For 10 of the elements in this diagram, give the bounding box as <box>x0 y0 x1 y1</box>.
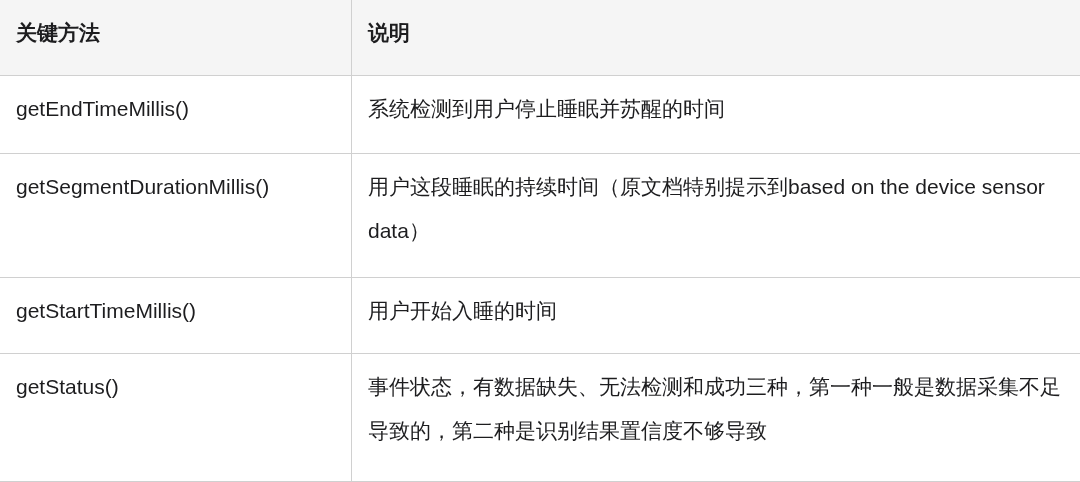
table-cell-text: getStatus() <box>16 374 119 400</box>
table-cell-text: getEndTimeMillis() <box>16 96 190 122</box>
table-cell-text: 用户开始入睡的时间 <box>368 298 557 324</box>
table-cell-text: getStartTimeMillis() <box>16 298 197 324</box>
table-cell-text: 事件状态，有数据缺失、无法检测和成功三种，第一种一般是数据采集不足导致的，第二种是识别结果置信度不够导致 <box>368 374 1062 444</box>
table-cell-text: 系统检测到用户停止睡眠并苏醒的时间 <box>368 96 725 122</box>
column-header: 关键方法 <box>16 20 100 46</box>
column-header: 说明 <box>368 20 410 46</box>
table-cell-text: getSegmentDurationMillis() <box>16 174 270 200</box>
table-cell-text: 用户这段睡眠的持续时间（原文档特别提示到based on the device sensor data） <box>368 174 1046 244</box>
